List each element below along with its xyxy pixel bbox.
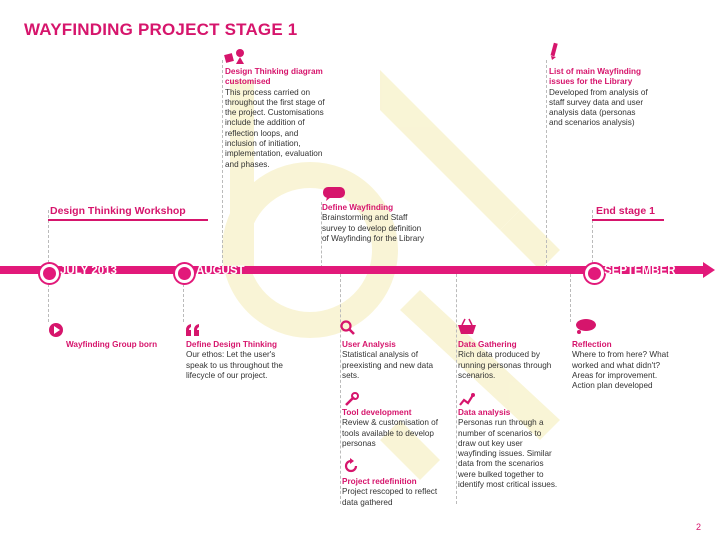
- note-data-analysis: Data analysis Personas run through a num…: [458, 408, 558, 490]
- note-body: Developed from analysis of staff survey …: [549, 87, 648, 128]
- timeline-arrow-icon: [703, 262, 715, 278]
- connector-line: [48, 210, 49, 268]
- refresh-icon: [344, 458, 358, 473]
- basket-icon: [458, 318, 476, 334]
- note-heading: List of main Wayfinding issues for the L…: [549, 67, 642, 87]
- note-heading: Wayfinding Group born: [66, 340, 158, 349]
- note-body: This process carried on throughout the f…: [225, 87, 325, 169]
- note-reflection: Reflection Where to from here? What work…: [572, 340, 672, 391]
- note-tool-development: Tool development Review & customisation …: [342, 408, 442, 449]
- shapes-icon: [224, 49, 244, 64]
- connector-line: [570, 274, 571, 322]
- milestone-july: JULY 2013: [60, 265, 117, 277]
- note-body: Statistical analysis of preexisting and …: [342, 350, 434, 380]
- magnifier-icon: [340, 320, 355, 335]
- milestone-august: AUGUST: [196, 265, 245, 277]
- connector-line: [48, 274, 49, 322]
- note-heading: Design Thinking diagram customised: [225, 67, 323, 87]
- connector-line: [456, 274, 457, 504]
- note-heading: Data Gathering: [458, 340, 517, 349]
- note-body: Rich data produced by running personas t…: [458, 350, 552, 380]
- note-body: Our ethos: Let the user's speak to us th…: [186, 350, 283, 380]
- note-design-thinking: Design Thinking diagram customised This …: [225, 67, 325, 170]
- connector-line: [222, 60, 223, 268]
- connector-line: [183, 274, 184, 322]
- note-body: Personas run through a number of scenari…: [458, 418, 558, 490]
- cloud-bubble-icon: [576, 319, 596, 334]
- note-body: Project rescoped to reflect data gathere…: [342, 487, 438, 507]
- speech-bubble-icon: [323, 187, 345, 201]
- note-heading: Project redefinition: [342, 477, 417, 486]
- note-heading: Data analysis: [458, 408, 511, 417]
- note-heading: Define Design Thinking: [186, 340, 277, 349]
- milestone-marker: [585, 264, 604, 283]
- milestone-marker: [40, 264, 59, 283]
- end-stage-heading: End stage 1: [596, 205, 655, 217]
- note-list-issues: List of main Wayfinding issues for the L…: [549, 67, 649, 129]
- connector-line: [321, 202, 322, 268]
- note-user-analysis: User Analysis Statistical analysis of pr…: [342, 340, 442, 381]
- timeline-bar: [0, 266, 705, 274]
- pencil-icon: [550, 42, 558, 60]
- note-heading: Reflection: [572, 340, 612, 349]
- note-body: Review & customisation of tools availabl…: [342, 418, 439, 448]
- note-data-gathering: Data Gathering Rich data produced by run…: [458, 340, 558, 381]
- trend-icon: [459, 393, 475, 406]
- milestone-marker: [175, 264, 194, 283]
- end-stage-underline: [592, 219, 664, 221]
- note-group-born: Wayfinding Group born: [66, 340, 166, 350]
- page-number: 2: [696, 522, 702, 532]
- note-define-design-thinking: Define Design Thinking Our ethos: Let th…: [186, 340, 286, 381]
- workshop-underline: [48, 219, 208, 221]
- note-define-wayfinding: Define Wayfinding Brainstorming and Staf…: [322, 203, 427, 244]
- play-icon: [49, 323, 63, 337]
- note-body: Brainstorming and Staff survey to develo…: [322, 213, 425, 243]
- workshop-heading: Design Thinking Workshop: [50, 205, 186, 217]
- connector-line: [592, 210, 593, 268]
- note-body: Where to from here? What worked and what…: [572, 350, 669, 391]
- note-heading: Tool development: [342, 408, 412, 417]
- note-heading: Define Wayfinding: [322, 203, 394, 212]
- wrench-icon: [345, 392, 359, 406]
- connector-line: [340, 274, 341, 504]
- connector-line: [546, 60, 547, 268]
- quote-icon: [186, 324, 199, 336]
- milestone-september: SEPTEMBER: [604, 265, 676, 277]
- page-title: WAYFINDING PROJECT STAGE 1: [24, 20, 298, 39]
- note-heading: User Analysis: [342, 340, 396, 349]
- note-project-redefinition: Project redefinition Project rescoped to…: [342, 477, 442, 508]
